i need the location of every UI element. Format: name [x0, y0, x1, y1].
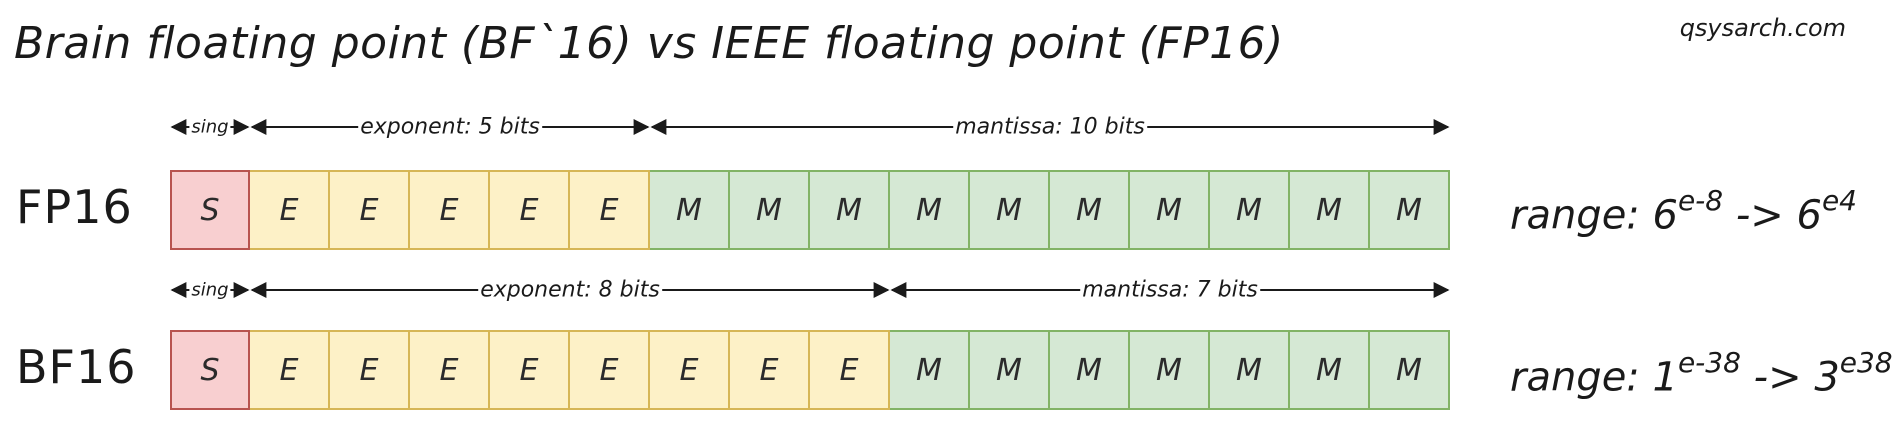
fp16-range: range: 6e-8 -> 6e4	[1510, 184, 1857, 239]
mantissa-bit-cell: M	[970, 170, 1050, 250]
range-max-base: 3	[1814, 354, 1840, 401]
mantissa-bit-cell: M	[1370, 170, 1450, 250]
range-min-exp: e-8	[1677, 184, 1724, 217]
sign-arrow-label: sing	[189, 279, 231, 301]
range-max-exp: e38	[1839, 346, 1893, 379]
exponent-bit-cell: E	[810, 330, 890, 410]
exponent-bit-cell: E	[330, 330, 410, 410]
mantissa-bit-cell: M	[1290, 170, 1370, 250]
mantissa-bit-cell: M	[1050, 170, 1130, 250]
exponent-bit-cell: E	[730, 330, 810, 410]
exponent-bit-cell: E	[250, 330, 330, 410]
mantissa-bit-cell: M	[650, 170, 730, 250]
diagram-title: Brain floating point (BF`16) vs IEEE flo…	[14, 18, 1284, 69]
sign-bit-cell: S	[170, 330, 250, 410]
mantissa-bit-cell: M	[1050, 330, 1130, 410]
site-watermark: qsysarch.com	[1679, 14, 1846, 42]
range-max-exp: e4	[1821, 184, 1857, 217]
exponent-bit-cell: E	[490, 330, 570, 410]
mantissa-bit-cell: M	[1290, 330, 1370, 410]
range-prefix: range:	[1510, 354, 1653, 401]
mantissa-bit-cell: M	[1130, 170, 1210, 250]
exponent-bit-cell: E	[410, 170, 490, 250]
mantissa-arrow-label: mantissa: 10 bits	[953, 114, 1147, 140]
mantissa-bit-cell: M	[1130, 330, 1210, 410]
bf16-range: range: 1e-38 -> 3e38	[1510, 346, 1893, 401]
exponent-bit-cell: E	[250, 170, 330, 250]
range-min-base: 1	[1652, 354, 1678, 401]
mantissa-bit-cell: M	[810, 170, 890, 250]
mantissa-bit-cell: M	[1370, 330, 1450, 410]
range-sep: ->	[1723, 192, 1797, 239]
exponent-bit-cell: E	[410, 330, 490, 410]
range-max-base: 6	[1796, 192, 1822, 239]
mantissa-bit-cell: M	[970, 330, 1050, 410]
exponent-bit-cell: E	[330, 170, 410, 250]
sign-bit-cell: S	[170, 170, 250, 250]
mantissa-bit-cell: M	[1210, 330, 1290, 410]
sign-arrow-label: sing	[189, 116, 231, 138]
exponent-bit-cell: E	[490, 170, 570, 250]
exponent-arrow-label: exponent: 5 bits	[358, 114, 542, 140]
range-min-exp: e-38	[1677, 346, 1741, 379]
row-label-bf16: BF16	[16, 340, 137, 394]
mantissa-bit-cell: M	[730, 170, 810, 250]
range-min-base: 6	[1652, 192, 1678, 239]
range-sep: ->	[1740, 354, 1815, 401]
exponent-bit-cell: E	[650, 330, 730, 410]
mantissa-arrow-label: mantissa: 7 bits	[1080, 277, 1260, 303]
exponent-bit-cell: E	[570, 170, 650, 250]
exponent-bit-cell: E	[570, 330, 650, 410]
mantissa-bit-cell: M	[890, 170, 970, 250]
mantissa-bit-cell: M	[1210, 170, 1290, 250]
exponent-arrow-label: exponent: 8 bits	[478, 277, 662, 303]
row-label-fp16: FP16	[16, 180, 133, 234]
mantissa-bit-cell: M	[890, 330, 970, 410]
range-prefix: range:	[1510, 192, 1653, 239]
